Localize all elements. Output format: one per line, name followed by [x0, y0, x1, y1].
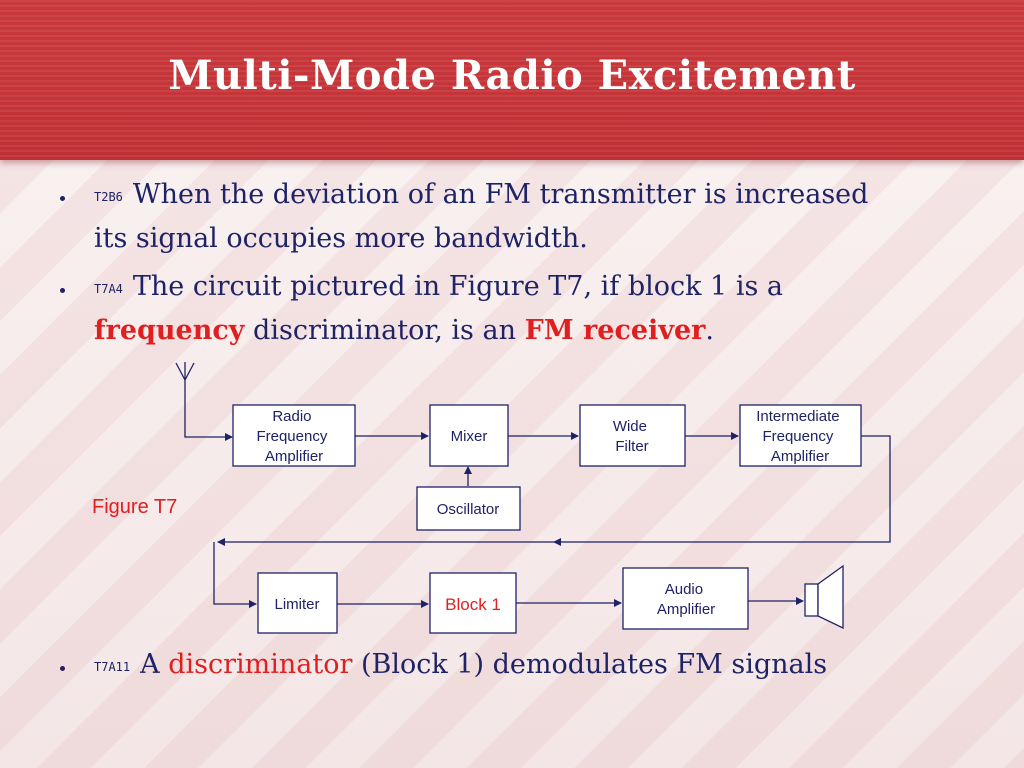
bullet-text: .	[705, 315, 714, 346]
if-amplifier-block	[739, 404, 862, 467]
title-band	[0, 0, 1024, 160]
bullet-line: T7A4 The circuit pictured in Figure T7, i…	[94, 266, 1024, 310]
bullet-marker	[60, 196, 65, 201]
if-label-line: Amplifier	[771, 448, 829, 465]
bullet-text: discriminator, is an	[244, 315, 525, 346]
rf-amplifier-block	[232, 404, 356, 467]
antenna-to-rf-line	[184, 380, 233, 441]
highlight-frequency: frequency	[94, 315, 245, 346]
bullet-line: T2B6 When the deviation of an FM transmit…	[94, 174, 1024, 218]
if-amplifier-label: Intermediate Frequency Amplifier	[756, 408, 844, 465]
if-label-line: Frequency	[762, 428, 833, 445]
audio-label-line: Amplifier	[657, 601, 715, 618]
speaker-icon	[804, 564, 844, 630]
mixer-label: Mixer	[451, 428, 488, 445]
antenna-icon	[175, 362, 195, 381]
if-label-line: Intermediate	[756, 408, 839, 425]
question-code: T7A4	[94, 282, 123, 296]
wide-filter-label: Wide Filter	[613, 418, 651, 455]
bullet-line: frequency discriminator, is an FM receiv…	[94, 310, 1024, 352]
figure-label: Figure T7	[92, 496, 178, 518]
bullet-line: its signal occupies more bandwidth.	[94, 223, 588, 254]
limiter-block	[257, 572, 338, 634]
rf-label-line: Frequency	[256, 428, 327, 445]
question-code: T7A11	[94, 660, 131, 674]
block1-label: Block 1	[445, 595, 501, 614]
block1-block	[429, 572, 517, 634]
audio-label-line: Audio	[665, 581, 703, 598]
oscillator-label: Oscillator	[437, 501, 500, 518]
if-return-line	[553, 435, 891, 546]
wide-filter-block	[579, 404, 686, 467]
bullet-text: The circuit pictured in Figure T7, if bl…	[132, 271, 783, 302]
slide-title: Multi-Mode Radio Excitement	[168, 52, 856, 99]
audio-amplifier-label: Audio Amplifier	[657, 581, 715, 618]
limiter-label: Limiter	[274, 596, 319, 613]
oscillator-block	[416, 486, 521, 531]
rf-label-line: Amplifier	[265, 448, 323, 465]
audio-amplifier-block	[622, 567, 749, 630]
question-code: T2B6	[94, 190, 123, 204]
bullet-text: When the deviation of an FM transmitter …	[132, 179, 869, 210]
rf-amplifier-label: Radio Frequency Amplifier	[256, 408, 331, 465]
bullet-marker	[60, 666, 65, 671]
filter-label-line: Filter	[615, 438, 648, 455]
return-to-limiter-line	[213, 542, 257, 608]
rf-label-line: Radio	[272, 408, 311, 425]
mixer-block	[429, 404, 509, 467]
bullet-text: A	[140, 649, 169, 680]
highlight-discriminator: discriminator	[168, 649, 353, 680]
bullet-text: (Block 1) demodulates FM signals	[352, 649, 828, 680]
filter-label-line: Wide	[613, 418, 647, 435]
bullet-marker	[60, 288, 65, 293]
highlight-fm-receiver: FM receiver	[524, 315, 706, 346]
